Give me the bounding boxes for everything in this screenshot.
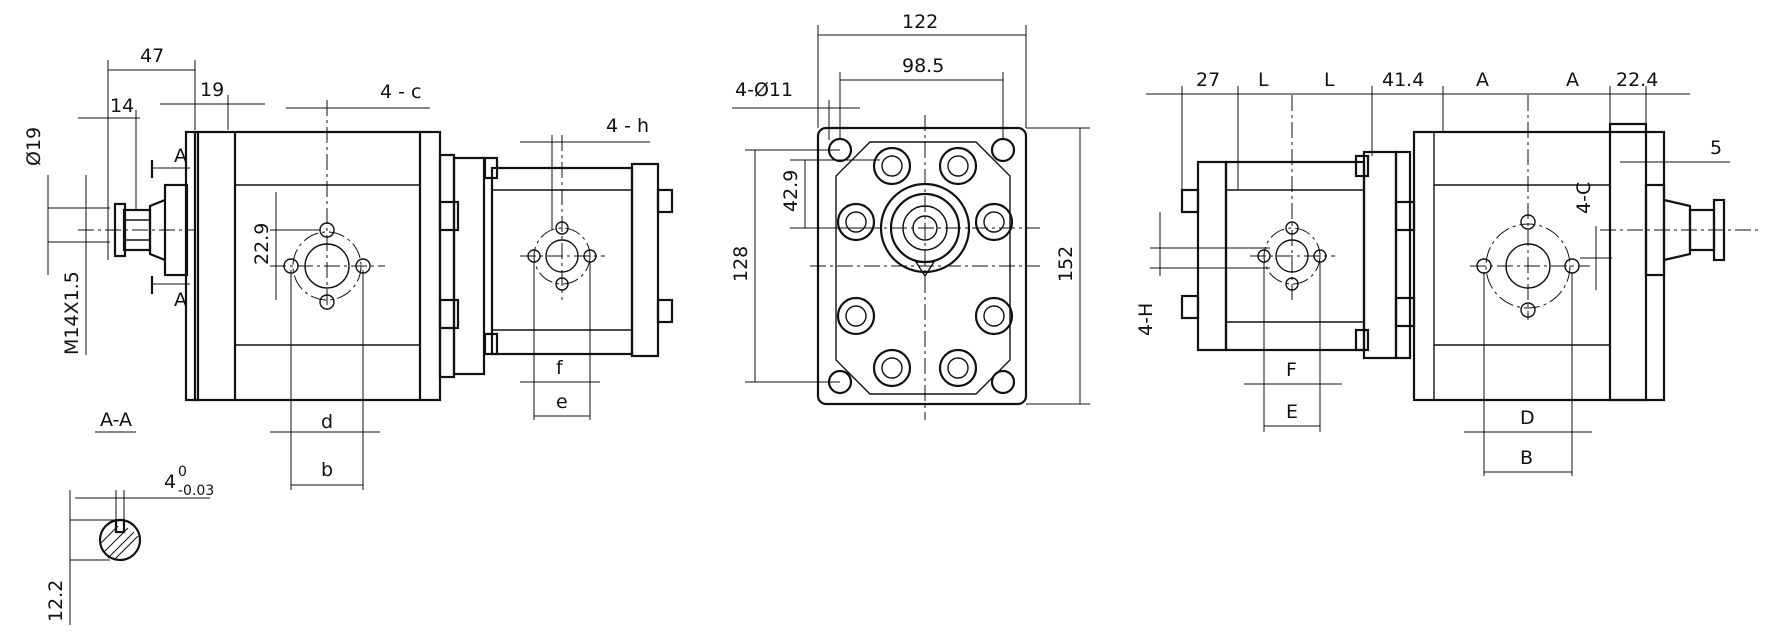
dim-E-label: E [1286, 401, 1298, 423]
thread-label: M14X1.5 [61, 271, 83, 355]
key-tolerance-upper: 0 [178, 464, 187, 480]
dim-L2-label: L [1324, 69, 1335, 91]
dim-128-label: 128 [730, 246, 752, 282]
key-slot [114, 518, 126, 534]
dim-41-4-label: 41.4 [1382, 69, 1424, 91]
dim-152-label: 152 [1055, 246, 1077, 282]
key-width-label: 4 [164, 471, 176, 493]
dim-42-9-label: 42.9 [780, 170, 802, 212]
housing-outline [835, 141, 1011, 395]
holes-label: 4-Ø11 [735, 79, 793, 101]
intermediate-plate [438, 153, 456, 379]
dim-d-label: d [321, 411, 333, 433]
tie-bolt-head [438, 200, 460, 232]
dim-phi19-label: Ø19 [23, 127, 45, 166]
rear-cover [630, 162, 660, 358]
mount-hole [990, 369, 1016, 395]
dim-f-label: f [556, 357, 564, 379]
section-a-a: A-A 4 0 -0.03 12.2 [45, 409, 214, 625]
front-view: 122 98.5 4-Ø11 42.9 128 152 [730, 11, 1090, 420]
dim-4H-label: 4-H [1135, 303, 1157, 336]
section-mark-top: A [174, 145, 187, 167]
dim-A1-label: A [1476, 69, 1489, 91]
mount-hole [990, 137, 1016, 163]
dim-4C-label: 4-C [1573, 182, 1595, 214]
dim-5-label: 5 [1710, 137, 1722, 159]
dim-4h-label: 4 - h [606, 115, 649, 137]
key-height-label: 12.2 [45, 580, 67, 622]
section-label: A-A [100, 409, 132, 431]
tie-bolt-head [438, 298, 460, 330]
bolt-heads [836, 146, 1014, 388]
tie-bolt-head [1394, 200, 1416, 232]
dim-122-label: 122 [902, 11, 938, 33]
mounting-flange [1608, 122, 1648, 402]
dim-A2-label: A [1566, 69, 1579, 91]
tie-bolt-head [1394, 296, 1416, 328]
dim-F-label: F [1286, 359, 1297, 381]
key-tolerance-lower: -0.03 [178, 483, 214, 499]
dim-B-label: B [1520, 447, 1533, 469]
side-view: 47 14 19 4 - c 4 - h Ø19 M14X1.5 A A 22 [23, 45, 674, 490]
dim-e-label: e [556, 391, 568, 413]
dim-22-9-label: 22.9 [251, 223, 273, 265]
dim-27-label: 27 [1196, 69, 1220, 91]
dim-4c-label: 4 - c [380, 81, 421, 103]
dim-D-label: D [1520, 407, 1535, 429]
intermediate-plate [1362, 150, 1398, 360]
dim-14-label: 14 [110, 95, 134, 117]
dim-19-label: 19 [200, 79, 224, 101]
dim-98-5-label: 98.5 [902, 55, 944, 77]
dim-22-4-label: 22.4 [1616, 69, 1658, 91]
dim-47-label: 47 [140, 45, 164, 67]
rear-view: 27 L L 41.4 A A 22.4 5 4-C 4-H F E D B [1135, 69, 1760, 476]
dim-L1-label: L [1258, 69, 1269, 91]
rear-cover [1196, 160, 1228, 352]
section-mark-bottom: A [174, 289, 187, 311]
dim-b-label: b [321, 459, 333, 481]
